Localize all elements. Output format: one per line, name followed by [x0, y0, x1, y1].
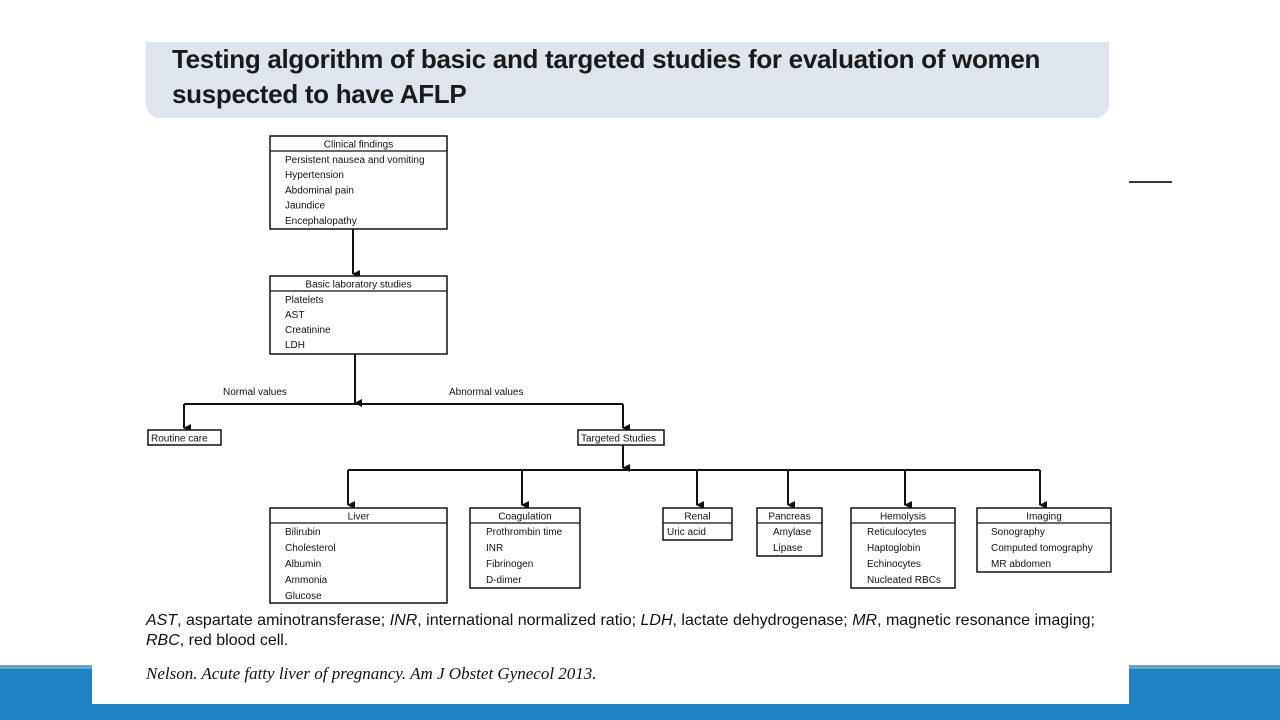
- clinical-findings-box-item: Hypertension: [285, 170, 344, 181]
- footnote-segment: INR: [389, 612, 418, 629]
- footnote: AST, aspartate aminotransferase; INR, in…: [146, 611, 1121, 651]
- targeted-studies-box: Targeted Studies: [577, 429, 665, 446]
- footnote-segment: , international normalized ratio;: [417, 612, 641, 629]
- coagulation-box-frame: [469, 507, 581, 589]
- footnote-segment: AST: [146, 612, 178, 629]
- coagulation-box-item: INR: [486, 543, 503, 554]
- basic-lab-box-item: AST: [285, 310, 304, 321]
- liver-box-header: Liver: [348, 512, 370, 523]
- basic-lab-box-frame: [269, 275, 448, 355]
- liver-box-item: Ammonia: [285, 575, 328, 586]
- flowchart-connectors: [183, 229, 1047, 509]
- routine-care-box: Routine care: [147, 429, 222, 446]
- footnote-segment: MR: [852, 612, 878, 629]
- footnote-segment: , lactate dehydrogenase;: [672, 612, 853, 629]
- imaging-box-item: MR abdomen: [991, 559, 1051, 570]
- basic-lab-box-header: Basic laboratory studies: [305, 280, 411, 291]
- basic-lab-box-item: Platelets: [285, 295, 323, 306]
- hemolysis-box-header: Hemolysis: [880, 512, 926, 523]
- hemolysis-box: HemolysisReticulocytesHaptoglobinEchinoc…: [850, 507, 956, 589]
- pancreas-box-item: Lipase: [773, 543, 803, 554]
- routine-care-box-label: Routine care: [151, 434, 208, 445]
- imaging-box-frame: [976, 507, 1112, 573]
- imaging-box-header: Imaging: [1026, 512, 1062, 523]
- liver-box-item: Bilirubin: [285, 527, 321, 538]
- slide-title: Testing algorithm of basic and targeted …: [172, 44, 1041, 109]
- imaging-box-item: Computed tomography: [991, 543, 1093, 554]
- pancreas-box-header: Pancreas: [768, 512, 810, 523]
- footnote-segment: , aspartate aminotransferase;: [177, 612, 390, 629]
- basic-lab-box-item: LDH: [285, 340, 305, 351]
- liver-box-item: Albumin: [285, 559, 321, 570]
- renal-box-frame: [662, 507, 733, 541]
- title-panel: Testing algorithm of basic and targeted …: [146, 42, 1109, 118]
- basic-lab-box-item: Creatinine: [285, 325, 331, 336]
- footnote-segment: RBC: [146, 632, 180, 649]
- liver-box-frame: [269, 507, 448, 604]
- targeted-studies-box-label: Targeted Studies: [581, 434, 656, 445]
- footnote-segment: , red blood cell.: [179, 632, 289, 649]
- renal-box-item: Uric acid: [667, 527, 706, 538]
- targeted-studies-box-frame: [577, 429, 665, 446]
- pancreas-box-item: Amylase: [773, 527, 812, 538]
- citation: Nelson. Acute fatty liver of pregnancy. …: [146, 664, 597, 683]
- coagulation-box-item: Fibrinogen: [486, 559, 533, 570]
- liver-box-item: Cholesterol: [285, 543, 336, 554]
- clinical-findings-box-item: Encephalopathy: [285, 216, 357, 227]
- hemolysis-box-item: Reticulocytes: [867, 527, 926, 538]
- hemolysis-box-item: Haptoglobin: [867, 543, 920, 554]
- renal-box-header: Renal: [684, 512, 710, 523]
- clinical-findings-box-item: Abdominal pain: [285, 185, 354, 196]
- coagulation-box-header: Coagulation: [498, 512, 551, 523]
- footnote-segment: , magnetic resonance imaging;: [877, 612, 1095, 629]
- abnormal-values-label: Abnormal values: [449, 387, 523, 398]
- pancreas-box-frame: [756, 507, 823, 557]
- hemolysis-box-frame: [850, 507, 956, 589]
- liver-box-item: Glucose: [285, 591, 322, 602]
- clinical-findings-box-item: Jaundice: [285, 201, 325, 212]
- hemolysis-box-item: Nucleated RBCs: [867, 575, 941, 586]
- coagulation-box-item: Prothrombin time: [486, 527, 563, 538]
- liver-box: LiverBilirubinCholesterolAlbuminAmmoniaG…: [269, 507, 448, 604]
- footnote-segment: LDH: [640, 612, 673, 629]
- coagulation-box-item: D-dimer: [486, 575, 522, 586]
- clinical-findings-box-item: Persistent nausea and vomiting: [285, 155, 425, 166]
- decorative-line: [1129, 181, 1172, 183]
- normal-values-label: Normal values: [223, 387, 287, 398]
- hemolysis-box-item: Echinocytes: [867, 559, 921, 570]
- imaging-box-item: Sonography: [991, 527, 1045, 538]
- clinical-findings-box-header: Clinical findings: [324, 140, 393, 151]
- routine-care-box-frame: [147, 429, 222, 446]
